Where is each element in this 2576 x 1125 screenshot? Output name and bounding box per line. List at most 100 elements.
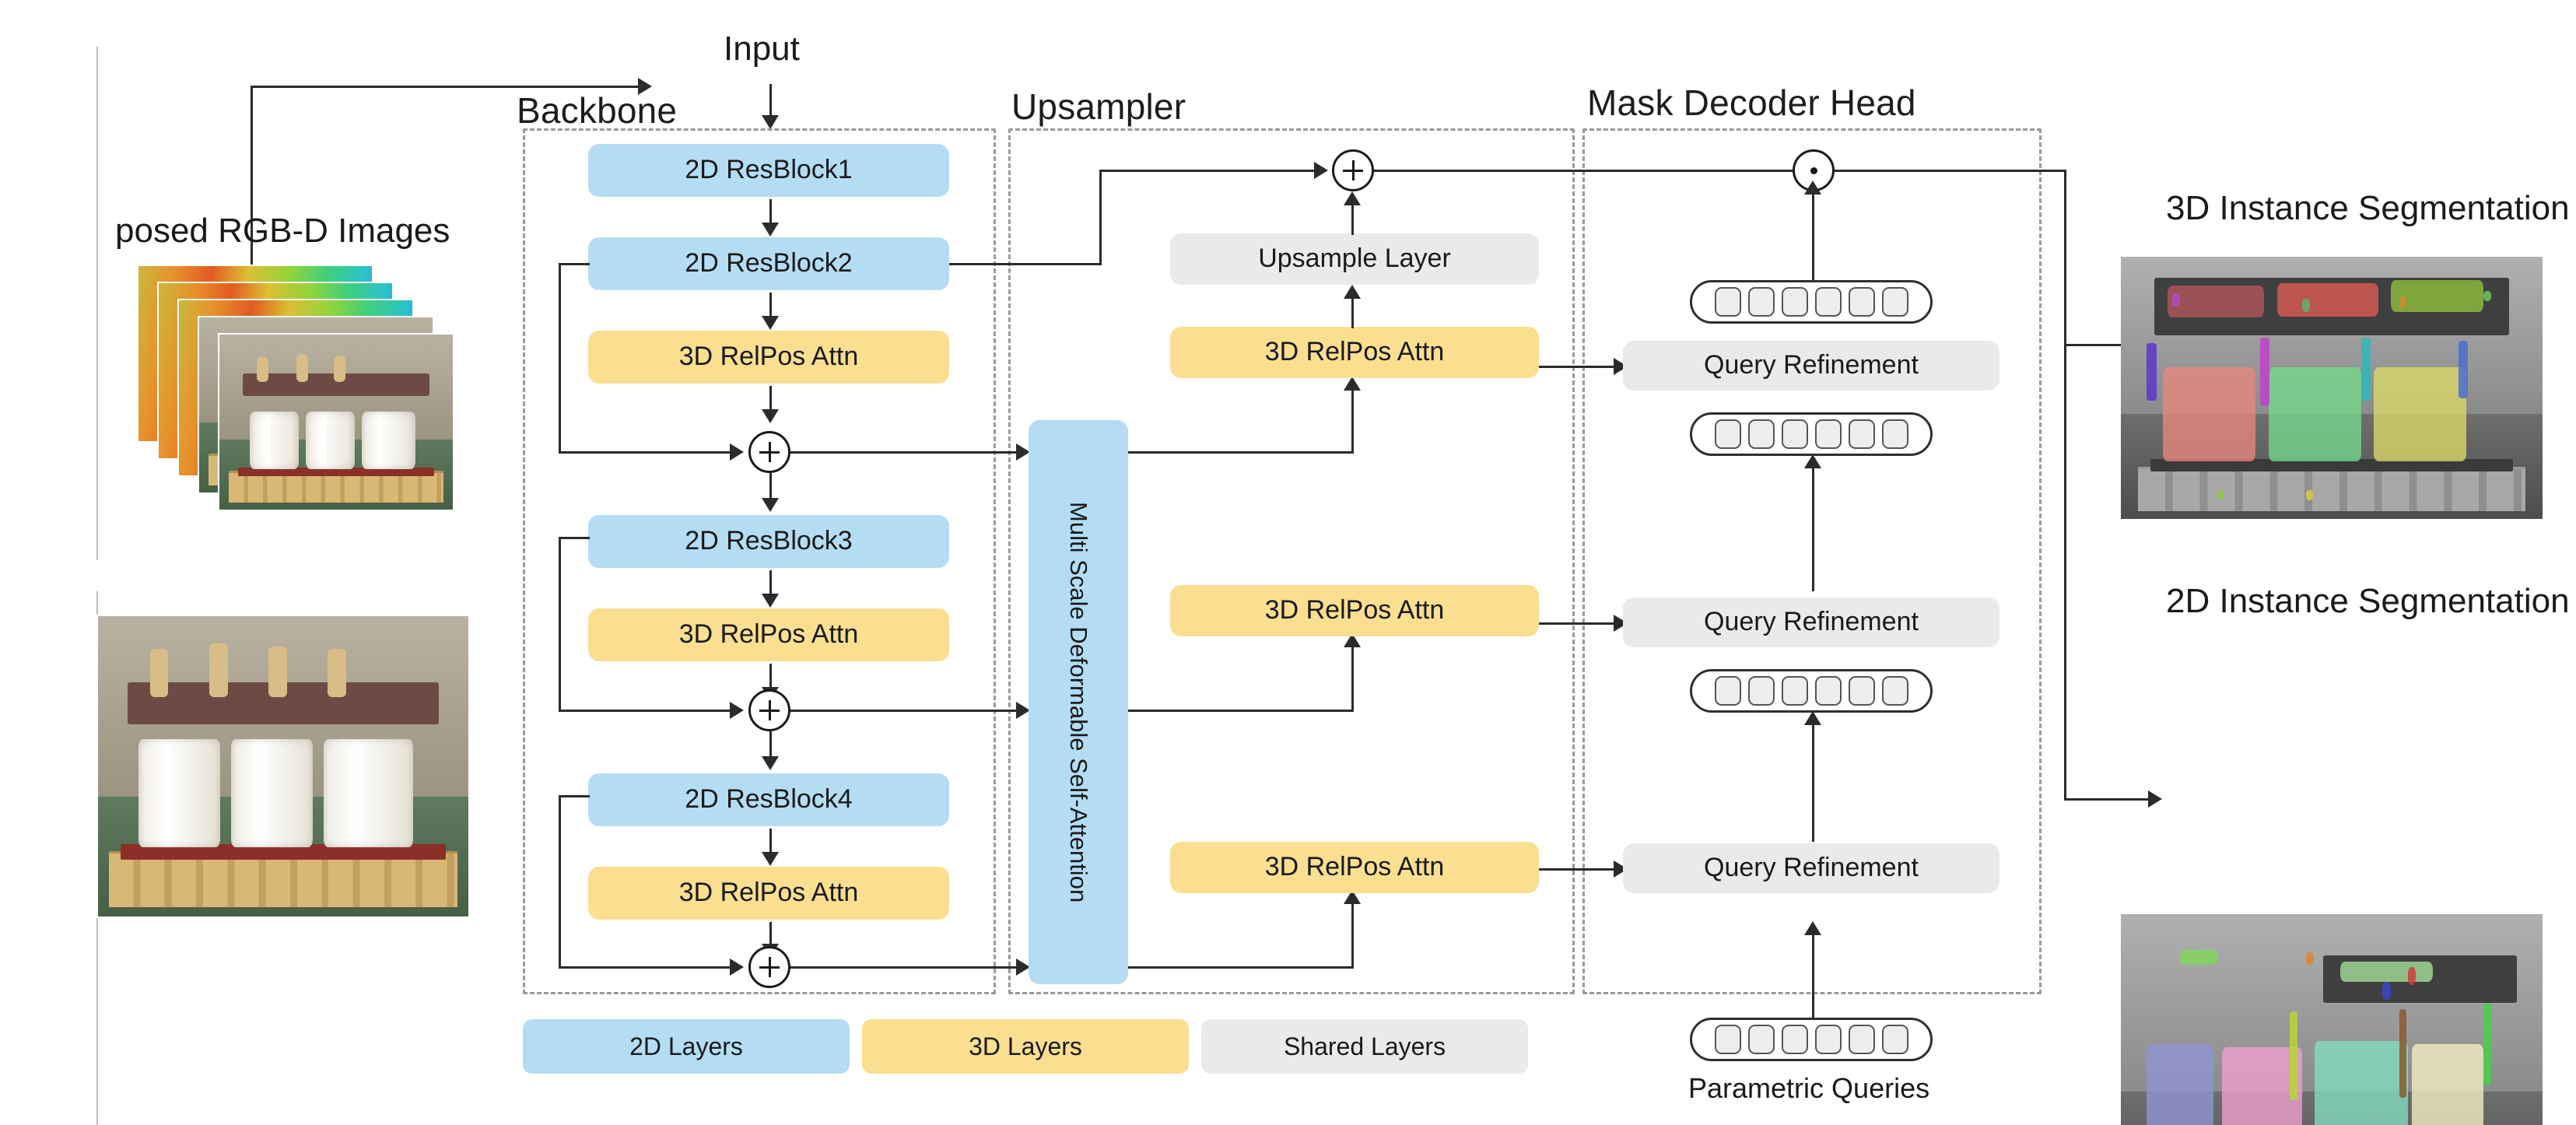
query-token-strip-top[interactable] (1690, 280, 1933, 324)
query-token (1814, 287, 1842, 317)
node-upsample-layer[interactable]: Upsample Layer (1170, 233, 1539, 285)
parametric-queries-strip[interactable] (1690, 1018, 1933, 1061)
attn2-to-qr2-line (1539, 622, 1618, 625)
add2-to-msda-line (790, 710, 1018, 712)
bb-arrow5-stem (769, 664, 772, 690)
residual-2-vertical (559, 537, 561, 711)
output-caption-2d: 2D Instance Segmentation (2166, 582, 2570, 620)
source-photo (96, 615, 470, 918)
residual-2-horizontal (559, 710, 731, 712)
query-token (1814, 1025, 1842, 1054)
node-upsampler-relpos-attn-2[interactable]: 3D RelPos Attn (1170, 585, 1539, 636)
query-token (1747, 419, 1775, 449)
bb-arrow3-stem (769, 386, 772, 412)
node-query-refinement-1[interactable]: Query Refinement (1623, 341, 1999, 391)
query-token (1714, 287, 1741, 317)
bb-arrow6-stem (769, 829, 772, 855)
legend-item-shared-layers: Shared Layers (1201, 1019, 1528, 1074)
add3-to-msda-arrowhead (1016, 959, 1030, 976)
bb-arrow2-head (762, 316, 779, 330)
query-token (1714, 419, 1741, 449)
query-token (1747, 676, 1775, 706)
node-query-refinement-3[interactable]: Query Refinement (1623, 843, 1999, 893)
attn1-to-upsample-stem (1351, 297, 1354, 328)
add1-to-msda-arrowhead (1016, 443, 1030, 461)
query-token (1848, 1025, 1875, 1054)
resblock2-skip-vertical (1099, 170, 1102, 265)
add2-down-head (762, 756, 779, 770)
bb-arrow4-stem (769, 570, 772, 597)
query-token (1814, 676, 1842, 706)
residual-2-tap (559, 537, 590, 539)
query-token (1814, 419, 1842, 449)
qr3-to-strip3-head (1804, 711, 1821, 725)
parametric-queries-caption: Parametric Queries (1688, 1072, 1930, 1104)
residual-3-tap (559, 795, 590, 797)
query-token-strip-2[interactable] (1690, 412, 1933, 456)
input-down-stem (769, 84, 772, 118)
branch-2d-line (2064, 798, 2150, 801)
msda-out1-horizontal (1128, 451, 1354, 454)
posed-rgbd-stack (137, 265, 471, 537)
residual-1-vertical (559, 263, 561, 453)
query-token (1747, 1025, 1775, 1054)
group-title-backbone: Backbone (517, 90, 678, 131)
node-3d-relpos-attn-1[interactable]: 3D RelPos Attn (588, 331, 949, 384)
branch-2d-arrowhead (2148, 790, 2162, 808)
node-2d-resblock3[interactable]: 2D ResBlock3 (588, 515, 949, 568)
add1-down-head (762, 498, 779, 512)
group-title-upsampler: Upsampler (1011, 86, 1186, 127)
query-token-strip-3[interactable] (1690, 669, 1933, 713)
residual-3-horizontal (559, 966, 731, 969)
decoder-out-vertical (2064, 170, 2066, 800)
qstrip-top-to-mul-stem (1812, 193, 1814, 286)
attn1-to-upsample-head (1344, 285, 1361, 299)
bb-arrow3-head (762, 409, 779, 423)
upsample-to-add-stem (1351, 204, 1354, 235)
query-token (1781, 676, 1808, 706)
query-token (1881, 676, 1908, 706)
query-token (1881, 287, 1908, 317)
node-2d-resblock4[interactable]: 2D ResBlock4 (588, 773, 949, 826)
residual-3-vertical (559, 795, 561, 968)
query-token (1714, 1025, 1741, 1054)
node-3d-relpos-attn-3[interactable]: 3D RelPos Attn (588, 867, 949, 920)
residual-3-arrowhead (730, 959, 744, 976)
parametric-queries-stem (1812, 934, 1814, 1036)
bb-arrow1-head (762, 223, 779, 237)
add-operator-1 (748, 431, 790, 473)
attn1-to-qr1-line (1539, 366, 1618, 368)
msda-out3-arrowhead (1344, 890, 1361, 904)
msda-out1-arrowhead (1344, 377, 1361, 391)
node-upsampler-relpos-attn-1[interactable]: 3D RelPos Attn (1170, 327, 1539, 378)
qr2-to-strip2-stem (1812, 467, 1814, 591)
attn3-to-qr3-line (1539, 868, 1618, 871)
query-token (1781, 287, 1808, 317)
bb-arrow6-head (762, 852, 779, 866)
decoder-out-horizontal (1835, 170, 2066, 172)
left-frame-line-top (96, 47, 98, 560)
node-2d-resblock1[interactable]: 2D ResBlock1 (588, 144, 949, 197)
node-3d-relpos-attn-2[interactable]: 3D RelPos Attn (588, 608, 949, 661)
input-label: Input (724, 30, 800, 68)
node-multi-scale-deformable-self-attention[interactable]: Multi Scale Deformable Self-Attention (1029, 420, 1128, 984)
node-2d-resblock2[interactable]: 2D ResBlock2 (588, 237, 949, 290)
rgb-card-2 (218, 333, 454, 511)
group-title-decoder: Mask Decoder Head (1587, 82, 1916, 123)
msda-out2-arrowhead (1344, 633, 1361, 647)
add1-down-stem (769, 473, 772, 501)
upsample-to-add-head (1344, 191, 1361, 205)
node-query-refinement-2[interactable]: Query Refinement (1623, 598, 1999, 647)
input-down-arrowhead (762, 115, 779, 129)
query-token (1881, 419, 1908, 449)
node-upsampler-relpos-attn-3[interactable]: 3D RelPos Attn (1170, 842, 1539, 893)
input-route-horizontal (251, 86, 640, 88)
posed-rgbd-caption: posed RGB-D Images (115, 212, 450, 250)
resblock2-skip-to-add (1099, 170, 1316, 172)
parametric-queries-head (1804, 921, 1821, 935)
residual-1-tap (559, 263, 590, 265)
query-token (1714, 676, 1741, 706)
residual-1-arrowhead (730, 443, 744, 461)
query-token (1747, 287, 1775, 317)
